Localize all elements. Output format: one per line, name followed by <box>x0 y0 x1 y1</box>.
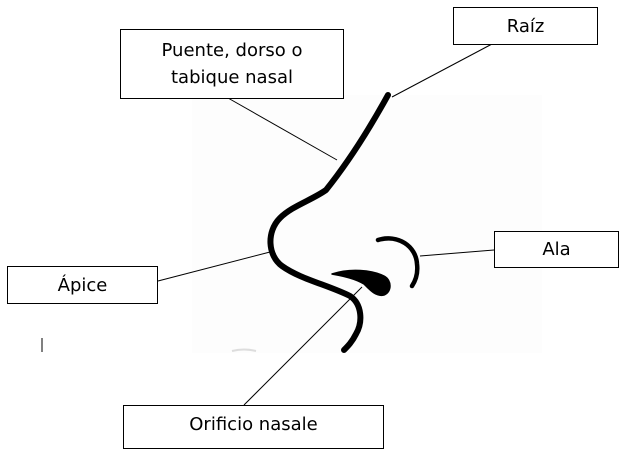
leader-line-puente <box>227 97 338 161</box>
leader-line-apice <box>157 251 271 282</box>
label-apice-text: Ápice <box>57 274 108 296</box>
stray-smudge <box>231 348 257 352</box>
label-orificio-text: Orificio nasale <box>189 414 318 435</box>
drawing-panel <box>192 95 542 353</box>
label-raiz-text: Raíz <box>506 15 545 37</box>
label-ala: Ala <box>494 231 619 268</box>
label-ala-text: Ala <box>542 239 571 260</box>
label-orificio: Orificio nasale <box>123 405 384 449</box>
label-apice: Ápice <box>7 266 158 304</box>
label-puente: Puente, dorso o tabique nasal <box>120 29 344 99</box>
label-puente-text: Puente, dorso o tabique nasal <box>161 40 303 88</box>
leader-line-orificio <box>243 286 363 406</box>
leader-line-raiz <box>391 43 493 98</box>
nasal-wing-curve <box>375 236 420 289</box>
nostril-shape <box>331 269 391 297</box>
leader-line-ala <box>419 249 495 257</box>
nose-profile-outline <box>267 92 391 353</box>
label-raiz: Raíz <box>453 7 598 45</box>
